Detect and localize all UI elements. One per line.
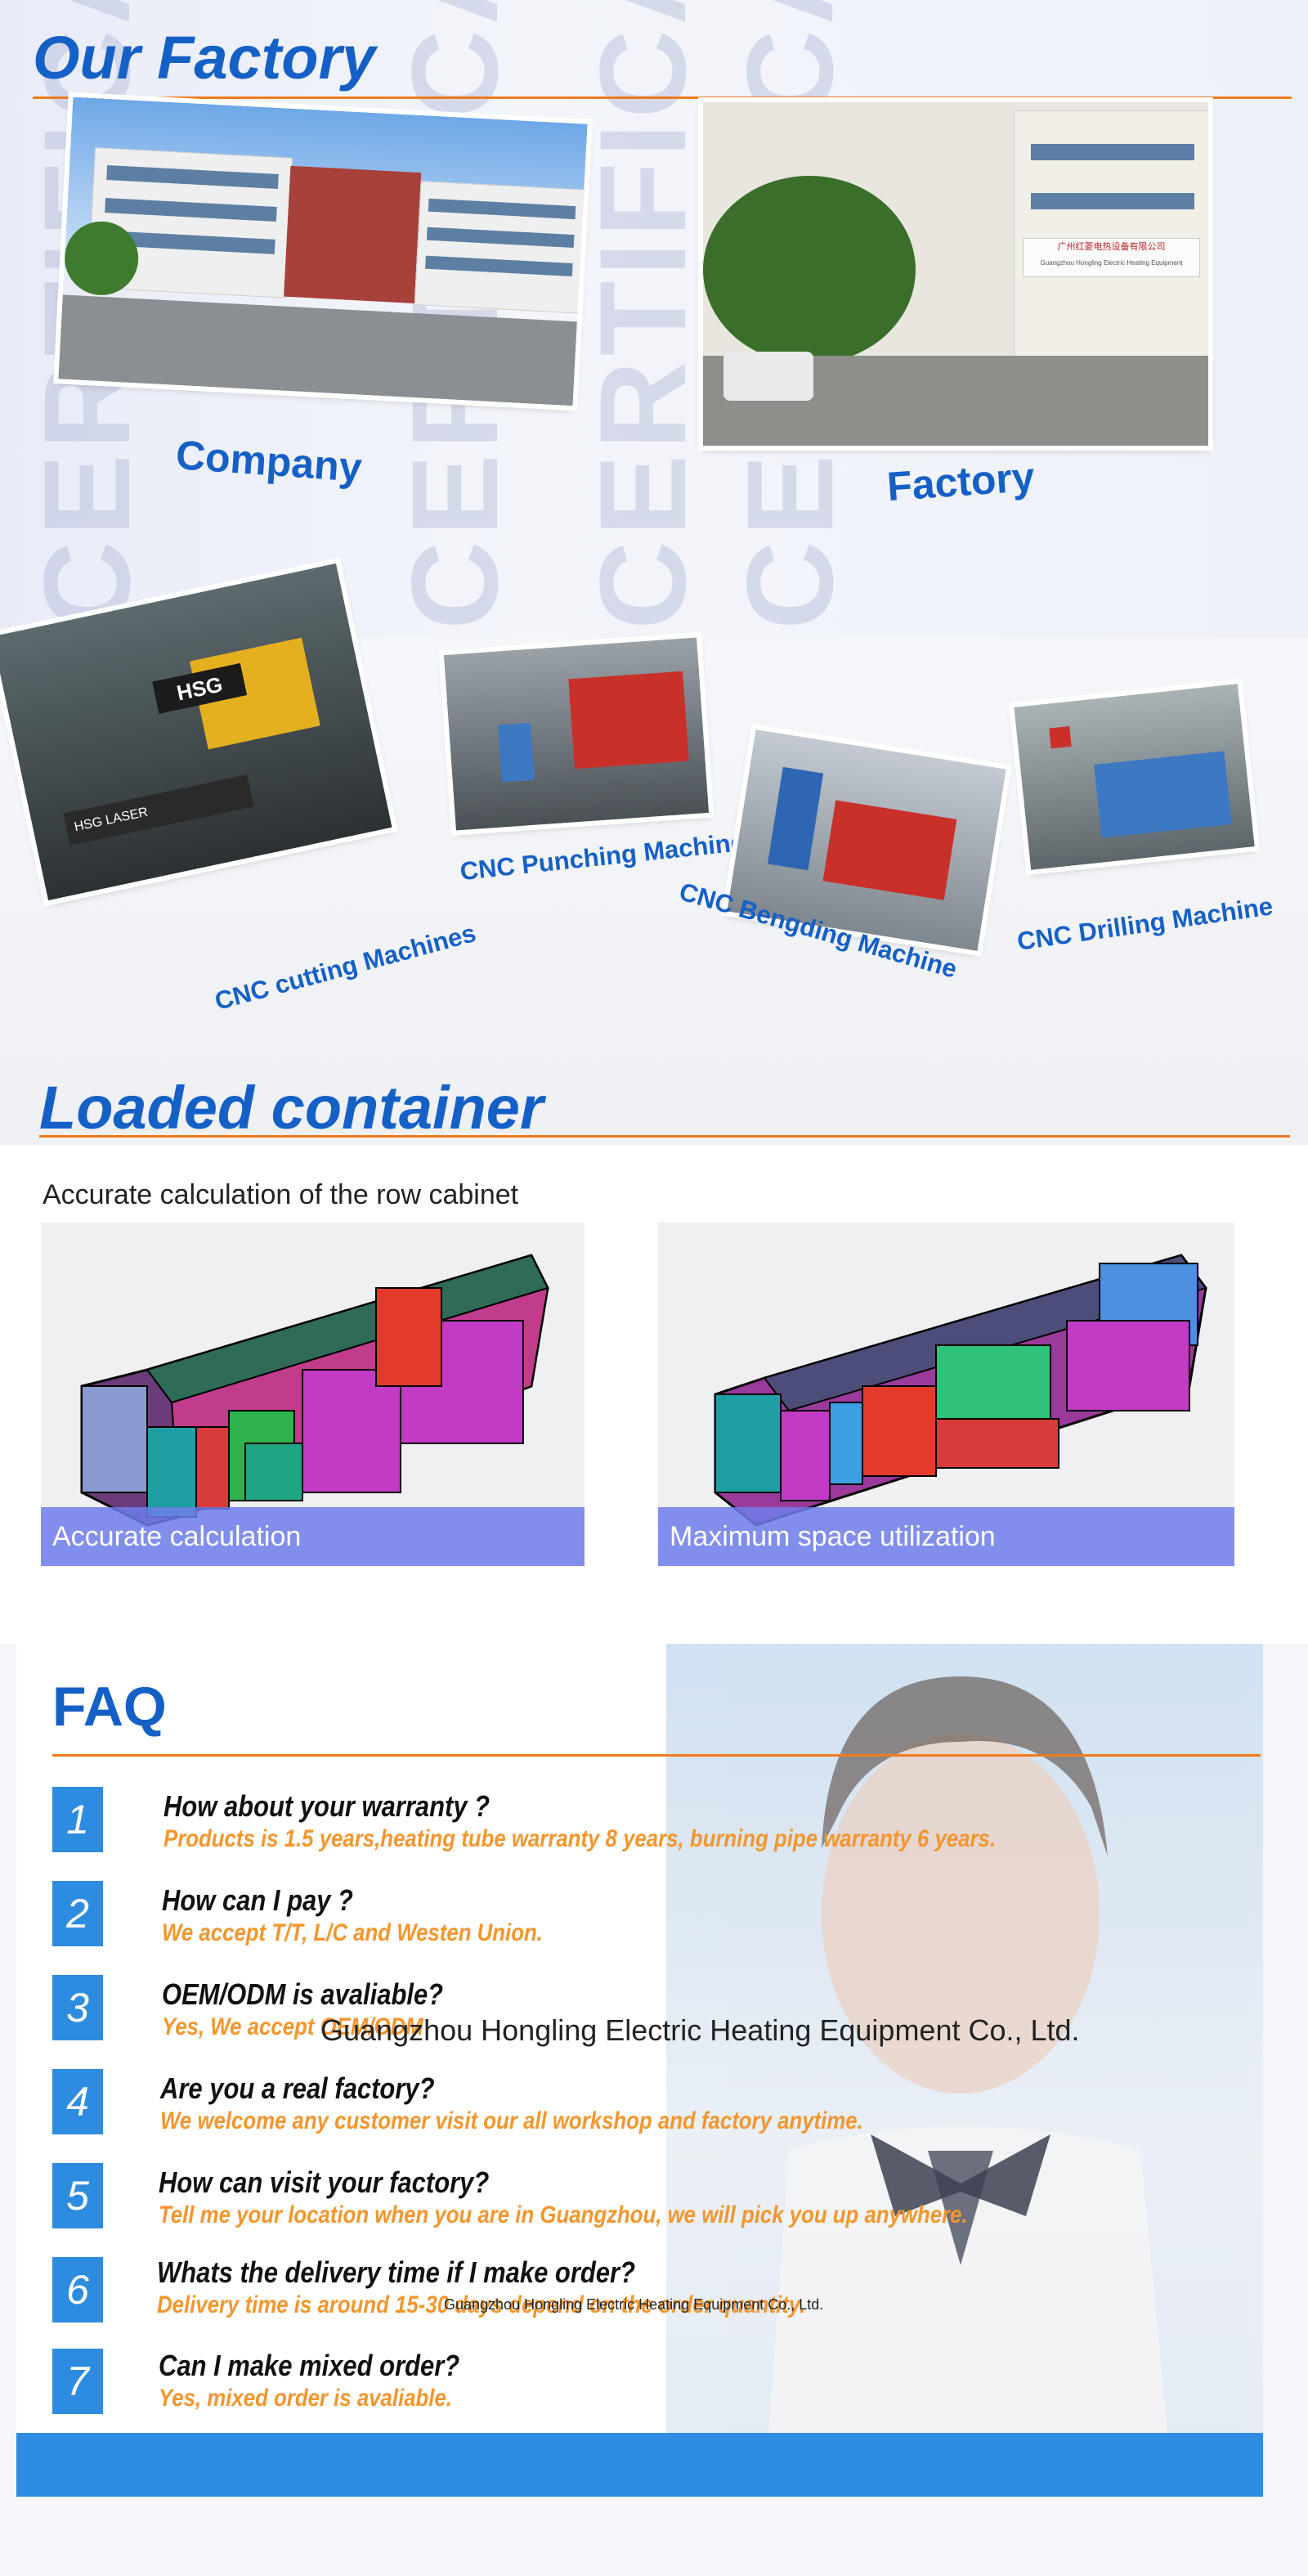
faq-number-4: 4 — [52, 2069, 103, 2134]
cnc-drilling-photo — [1014, 684, 1255, 870]
faq-answer-3: Yes, We accept OEM/ODM — [162, 2013, 423, 2040]
container-card-maximum: Maximum space utilization — [658, 1223, 1234, 1566]
cnc-punching-photo — [443, 637, 710, 831]
faq-question-5: How can visit your factory? — [159, 2165, 490, 2199]
company-name-overlay-small: Guangzhou Hongling Electric Heating Equi… — [444, 2296, 824, 2313]
faq-number-1: 1 — [52, 1787, 103, 1852]
faq-number-2: 2 — [52, 1881, 103, 1946]
container-card-accurate: Accurate calculation — [41, 1223, 585, 1566]
faq-number-7: 7 — [52, 2349, 103, 2414]
faq-title-rule — [52, 1754, 1261, 1757]
faq-answer-7: Yes, mixed order is avaliable. — [159, 2385, 452, 2412]
company-name-overlay: Guangzhou Hongling Electric Heating Equi… — [320, 2013, 1080, 2047]
container-section-title: Loaded container — [39, 1074, 544, 1142]
container-illustration — [80, 1254, 549, 1527]
customer-service-model-image — [666, 1644, 1263, 2494]
container-title-rule — [39, 1135, 1290, 1138]
factory-title-rule — [33, 96, 1292, 99]
container-label-maximum: Maximum space utilization — [658, 1507, 1234, 1566]
container-subtitle: Accurate calculation of the row cabinet — [43, 1179, 519, 1210]
faq-title: FAQ — [52, 1676, 167, 1738]
faq-question-1: How about your warranty ? — [164, 1789, 490, 1823]
van-shape — [723, 352, 813, 401]
faq-answer-5: Tell me your location when you are in Gu… — [159, 2201, 968, 2228]
faq-number-3: 3 — [52, 1975, 103, 2040]
faq-question-3: OEM/ODM is avaliable? — [162, 1977, 444, 2011]
factory-sign: 广州红菱电热设备有限公司 Guangzhou Hongling Electric… — [1023, 238, 1200, 277]
faq-answer-6: Delivery time is around 15-30 days depen… — [157, 2291, 806, 2318]
faq-question-7: Can I make mixed order? — [159, 2349, 460, 2382]
faq-question-4: Are you a real factory? — [160, 2071, 435, 2105]
container-label-accurate: Accurate calculation — [41, 1507, 585, 1566]
faq-question-6: Whats the delivery time if I make order? — [157, 2255, 635, 2289]
faq-bottom-bar — [16, 2433, 1263, 2497]
faq-question-2: How can I pay ? — [162, 1883, 353, 1917]
container-illustration — [714, 1254, 1207, 1527]
factory-section-title: Our Factory — [33, 24, 376, 92]
faq-number-6: 6 — [52, 2257, 103, 2322]
faq-number-5: 5 — [52, 2163, 103, 2228]
certificate-watermark: CERTIFICATE — [574, 0, 711, 630]
factory-photo: 广州红菱电热设备有限公司 Guangzhou Hongling Electric… — [703, 102, 1208, 446]
faq-answer-4: We welcome any customer visit our all wo… — [160, 2107, 863, 2134]
faq-answer-1: Products is 1.5 years,heating tube warra… — [164, 1825, 997, 1852]
company-photo — [58, 96, 588, 406]
faq-answer-2: We accept T/T, L/C and Westen Union. — [162, 1919, 543, 1946]
